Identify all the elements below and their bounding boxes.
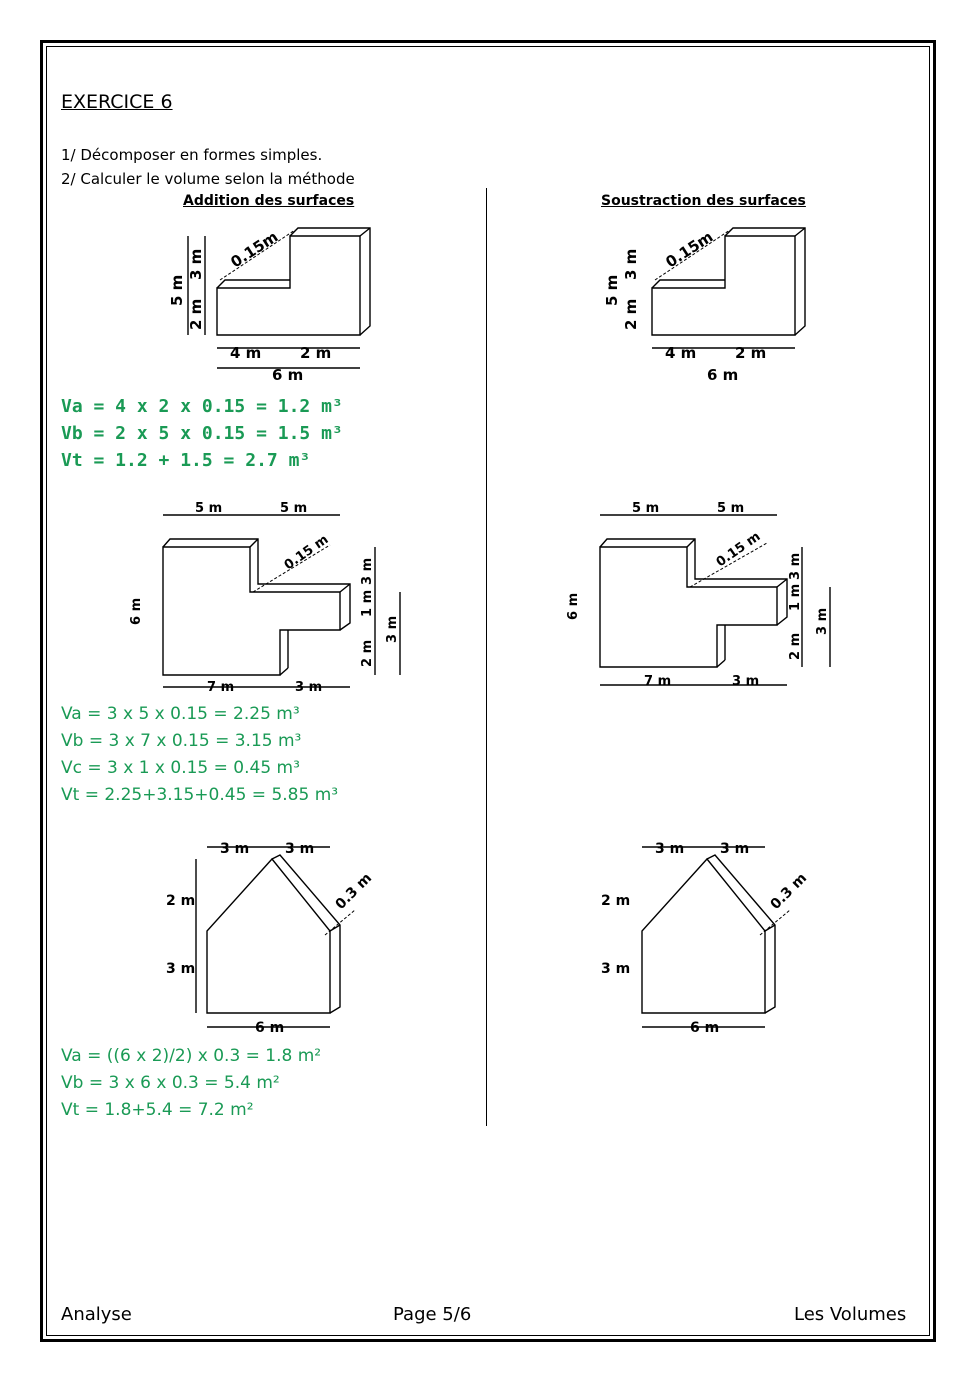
instruction-2: 2/ Calculer le volume selon la méthode [61, 170, 355, 188]
fig2-bottom-right: 3 m [295, 680, 322, 695]
solution-fig1-vb: Vb = 2 x 5 x 0.15 = 1.5 m³ [61, 423, 343, 444]
solution-fig1-vt: Vt = 1.2 + 1.5 = 2.7 m³ [61, 450, 311, 471]
fig2-r-outer: 3 m [385, 616, 400, 643]
solution-fig3-vb: Vb = 3 x 6 x 0.3 = 5.4 m² [61, 1073, 280, 1093]
fig1-height-lower: 2 m [187, 299, 205, 330]
fig1r-height-lower: 2 m [622, 299, 640, 330]
page-border [40, 40, 936, 1342]
solution-fig2-vc: Vc = 3 x 1 x 0.15 = 0.45 m³ [61, 758, 300, 778]
exercise-title: EXERCICE 6 [61, 91, 173, 113]
fig3-top-left: 3 m [220, 841, 249, 857]
figure1-left: 0.15m 5 m 3 m 2 m 4 m 2 m 6 m [168, 227, 371, 384]
fig2r-height-total: 6 m [566, 593, 581, 620]
fig1-thickness: 0.15m [227, 228, 281, 272]
section-title-soustraction: Soustraction des surfaces [601, 193, 806, 209]
fig1r-width-left: 4 m [665, 344, 696, 362]
footer-left: Analyse [61, 1304, 132, 1325]
solution-fig2-vt: Vt = 2.25+3.15+0.45 = 5.85 m³ [61, 785, 339, 805]
footer-page-number: Page 5/6 [393, 1304, 472, 1325]
fig2r-r-bottom: 2 m [788, 633, 803, 660]
solution-fig2-va: Va = 3 x 5 x 0.15 = 2.25 m³ [61, 704, 300, 724]
fig1-width-total: 6 m [272, 366, 303, 384]
fig2r-top-left: 5 m [632, 501, 659, 516]
page-border-inner [46, 46, 930, 1336]
fig2-top-right: 5 m [280, 501, 307, 516]
fig2r-bottom-left: 7 m [644, 674, 671, 689]
fig2r-top-right: 5 m [717, 501, 744, 516]
fig2r-bottom-right: 3 m [732, 674, 759, 689]
fig1-height-total: 5 m [168, 275, 186, 306]
fig2-bottom-left: 7 m [207, 680, 234, 695]
instruction-1: 1/ Décomposer en formes simples. [61, 146, 323, 164]
fig1r-height-total: 5 m [603, 275, 621, 306]
fig2-height-total: 6 m [129, 598, 144, 625]
fig1-width-left: 4 m [230, 344, 261, 362]
figure2-left: 5 m 5 m 0.15 m 6 m 3 m 1 m 2 m 3 m 7 m 3… [129, 501, 401, 695]
section-title-addition: Addition des surfaces [183, 193, 355, 209]
fig1r-thickness: 0.15m [662, 228, 716, 272]
fig3r-thickness: 0.3 m [768, 870, 811, 913]
fig3r-height-wall: 3 m [601, 961, 630, 977]
fig1r-width-right: 2 m [735, 344, 766, 362]
solution-fig3-vt: Vt = 1.8+5.4 = 7.2 m² [61, 1100, 254, 1120]
fig3r-top-right: 3 m [720, 841, 749, 857]
fig2-r-bottom: 2 m [360, 640, 375, 667]
figure3-right: 3 m 3 m 0.3 m 2 m 3 m 6 m [601, 841, 811, 1036]
fig2r-r-mid: 1 m [788, 584, 803, 611]
fig1r-height-upper: 3 m [622, 249, 640, 280]
footer-right: Les Volumes [794, 1304, 907, 1325]
fig3-thickness: 0.3 m [333, 870, 376, 913]
figure2-right: 5 m 5 m 0.15 m 6 m 3 m 1 m 2 m 3 m 7 m 3… [566, 501, 831, 689]
fig1-width-right: 2 m [300, 344, 331, 362]
figure1-right: 0.15m 5 m 3 m 2 m 4 m 2 m 6 m [603, 227, 806, 384]
fig3-top-right: 3 m [285, 841, 314, 857]
fig2-r-top: 3 m [360, 558, 375, 585]
fig3r-height-roof: 2 m [601, 893, 630, 909]
figure3-left: 3 m 3 m 0.3 m 2 m 3 m 6 m [166, 841, 376, 1036]
fig2-thickness: 0.15 m [282, 532, 332, 573]
column-divider [486, 188, 487, 1126]
fig2r-r-top: 3 m [788, 553, 803, 580]
solution-fig2-vb: Vb = 3 x 7 x 0.15 = 3.15 m³ [61, 731, 302, 751]
fig1-height-upper: 3 m [187, 249, 205, 280]
fig2r-r-outer: 3 m [815, 608, 830, 635]
solution-fig1-va: Va = 4 x 2 x 0.15 = 1.2 m³ [61, 396, 343, 417]
fig3r-width: 6 m [690, 1020, 719, 1036]
solution-fig3-va: Va = ((6 x 2)/2) x 0.3 = 1.8 m² [61, 1046, 322, 1066]
fig3-height-roof: 2 m [166, 893, 195, 909]
fig2-top-left: 5 m [195, 501, 222, 516]
fig3-height-wall: 3 m [166, 961, 195, 977]
fig1r-width-total: 6 m [707, 366, 738, 384]
fig3-width: 6 m [255, 1020, 284, 1036]
fig3r-top-left: 3 m [655, 841, 684, 857]
fig2-r-mid: 1 m [360, 590, 375, 617]
